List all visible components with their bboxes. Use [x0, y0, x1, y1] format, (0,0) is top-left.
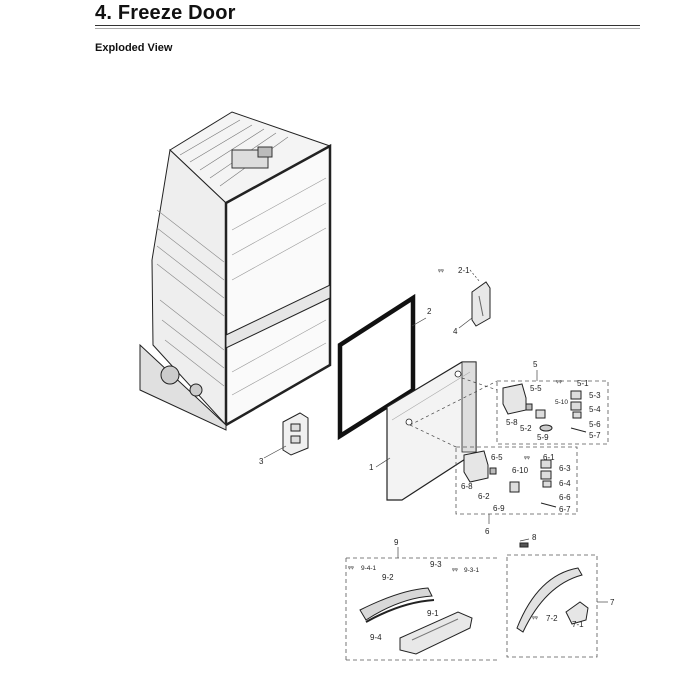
callout-6-4: 6-4: [559, 479, 571, 488]
callout-5-10: 5-10: [555, 399, 568, 406]
callout-9-4-1: 9-4-1: [361, 565, 377, 572]
callout-9-3: 9-3: [430, 560, 442, 569]
callout-5-7: 5-7: [589, 431, 601, 440]
title-rule-secondary: [95, 28, 640, 29]
callout-7-1: 7-1: [572, 620, 584, 629]
callout-5-3: 5-3: [589, 391, 601, 400]
callout-9-4: 9-4: [370, 633, 382, 642]
screw-icon: ᵠᵠ: [348, 565, 354, 572]
door-gasket: [337, 293, 416, 441]
callout-9-1: 9-1: [427, 609, 439, 618]
callout-5-4: 5-4: [589, 405, 601, 414]
callout-6-8: 6-8: [461, 482, 473, 491]
callout-6-1: 6-1: [543, 453, 555, 462]
callout-6-3: 6-3: [559, 464, 571, 473]
assembly-box-9: [345, 557, 498, 661]
callout-6: 6: [485, 527, 490, 536]
callout-9: 9: [394, 538, 399, 547]
screw-part-8: [519, 542, 529, 548]
section-subtitle: Exploded View: [95, 42, 173, 54]
callout-labels: 2 1 3 4 ᵠᵠ 2-1 5 5-1 5-5 5-3 5-10 5-4 5-…: [259, 266, 615, 642]
freezer-door: [386, 361, 477, 501]
callout-5-5: 5-5: [530, 384, 542, 393]
callout-6-9: 6-9: [493, 504, 505, 513]
title-rule: [95, 25, 640, 26]
callout-2: 2: [427, 307, 432, 316]
callout-5: 5: [533, 360, 538, 369]
callout-5-2: 5-2: [520, 424, 532, 433]
callout-9-3-1: 9-3-1: [464, 567, 480, 574]
callout-5-9: 5-9: [537, 433, 549, 442]
callout-6-6: 6-6: [559, 493, 571, 502]
callout-3: 3: [259, 457, 264, 466]
screw-icon: ᵠᵠ: [438, 268, 444, 275]
screw-icon: ᵠᵠ: [524, 455, 530, 462]
callout-9-2: 9-2: [382, 573, 394, 582]
callout-6-10: 6-10: [512, 466, 529, 475]
callout-2-1: 2-1: [458, 266, 470, 275]
screw-icon: ᵠᵠ: [532, 615, 538, 622]
assembly-box-5: ᵠᵠ: [496, 379, 609, 445]
leader-lines: [263, 269, 608, 603]
assembly-box-6: [455, 446, 578, 515]
callout-8: 8: [532, 533, 537, 542]
page-title: 4. Freeze Door: [95, 2, 236, 24]
callout-6-5: 6-5: [491, 453, 503, 462]
assembly-box-7: [506, 554, 598, 658]
screw-icon: ᵠᵠ: [452, 567, 458, 574]
callout-1: 1: [369, 463, 374, 472]
freezer-cabinet: [139, 111, 332, 431]
svg-text:ᵠᵠ: ᵠᵠ: [556, 379, 562, 386]
callout-6-2: 6-2: [478, 492, 490, 501]
callout-7-2: 7-2: [546, 614, 558, 623]
callout-5-1: 5-1: [577, 379, 589, 388]
callout-5-6: 5-6: [589, 420, 601, 429]
callout-7: 7: [610, 598, 615, 607]
callout-6-7: 6-7: [559, 505, 571, 514]
callout-4: 4: [453, 327, 458, 336]
callout-5-8: 5-8: [506, 418, 518, 427]
door-hinge: [471, 281, 491, 327]
hinge-bracket: [282, 412, 309, 456]
